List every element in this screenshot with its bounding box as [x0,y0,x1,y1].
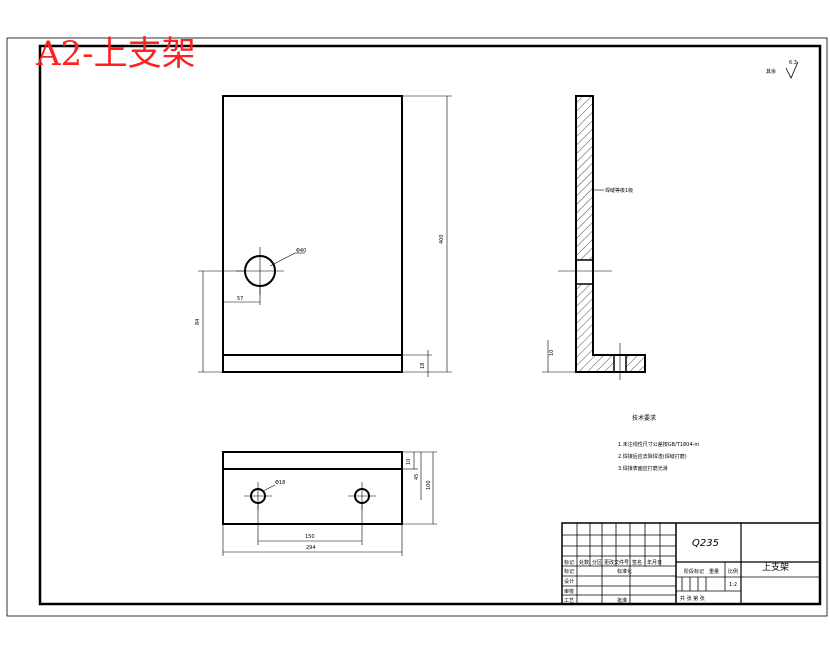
dim-hole-spacing: 150 [305,534,315,540]
header-label-doc: 更改文件号 [604,560,630,566]
dim-hole-front: Φ40 [296,248,307,254]
std-label: 标准化 [617,569,633,575]
dim-total-height: 400 [439,234,445,244]
header-label-date: 年月日 [647,560,663,566]
roughness-value: 6.3 [789,60,797,66]
dim-hole-offset-x: 57 [237,296,244,302]
dim-top-slot: 10 [406,458,412,465]
tech-req-item-2: 2.焊接后应去除焊渣(焊缝打磨) [618,454,687,460]
dim-top-depth-a: 45 [414,473,420,480]
drawing-frame [38,44,822,606]
tech-req-item-1: 1.未注线性尺寸公差按GB/T1804-m [618,442,700,448]
row-label-mark: 标记 [564,569,575,575]
row-label-design: 设计 [564,579,575,585]
scale-label: 比例 [728,569,739,575]
dim-side-base: 10 [549,349,555,356]
dim-top-hole: Φ18 [275,480,286,486]
row-label-process: 工艺 [564,598,575,604]
row-label-review: 审核 [564,589,575,595]
dim-hole-height: 84 [195,318,201,325]
header-label-count: 处数 [579,560,590,566]
dim-top-depth-b: 100 [426,480,432,490]
material: Q235 [692,538,719,549]
header-label-sign: 签名 [632,560,643,566]
dim-base-thickness: 18 [420,362,426,369]
header-label-mark: 标记 [564,560,575,566]
dim-total-width: 294 [306,545,316,551]
weld-note: 焊缝等级1级 [605,188,634,194]
front-view [198,95,452,377]
title-block-grid [561,522,821,605]
scale-value: 1:2 [729,582,738,588]
drawing-label: A2-上支架 [36,34,196,74]
side-view [542,95,646,380]
roughness-symbol [785,61,799,79]
sheet-text: 共 张 第 张 [680,596,705,602]
stage-label: 阶段标记 [684,569,705,575]
approve-label: 批准 [617,598,628,604]
weight-label: 重量 [709,569,720,575]
roughness-prefix: 其余 [766,69,777,75]
part-name: 上支架 [762,563,790,573]
tech-req-heading: 技术要求 [632,415,657,422]
tech-req-item-3: 3.焊接表面应打磨光滑 [618,466,668,472]
top-view [222,451,437,556]
header-label-zone: 分区 [592,560,603,566]
sheet-border [6,37,828,617]
